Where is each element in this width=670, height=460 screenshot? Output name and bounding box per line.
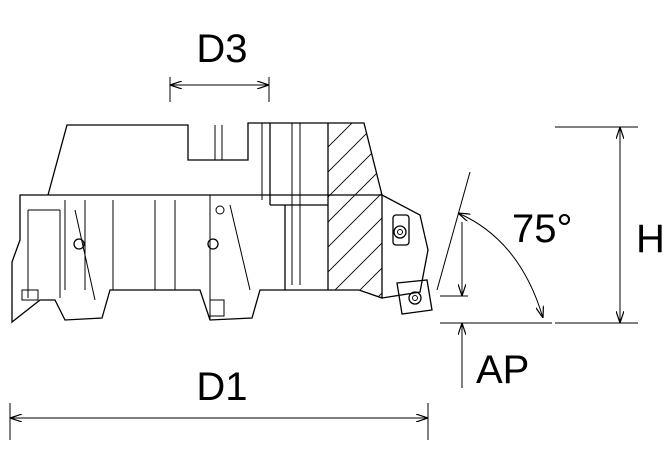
label-ap: AP xyxy=(476,348,529,392)
label-angle: 75° xyxy=(512,207,573,251)
dimension-h: H xyxy=(555,126,665,324)
dimension-d3: D3 xyxy=(169,27,270,102)
label-d3: D3 xyxy=(196,27,247,71)
screw-icon xyxy=(408,291,422,305)
cutter-body xyxy=(11,122,433,324)
label-d1: D1 xyxy=(196,365,247,409)
dimension-d1: D1 xyxy=(9,365,429,440)
dimension-ap: AP xyxy=(440,222,529,392)
screw-icon xyxy=(393,225,407,239)
label-h: H xyxy=(636,217,665,261)
dimension-angle: 75° xyxy=(436,171,573,324)
section-hatch xyxy=(328,123,382,298)
